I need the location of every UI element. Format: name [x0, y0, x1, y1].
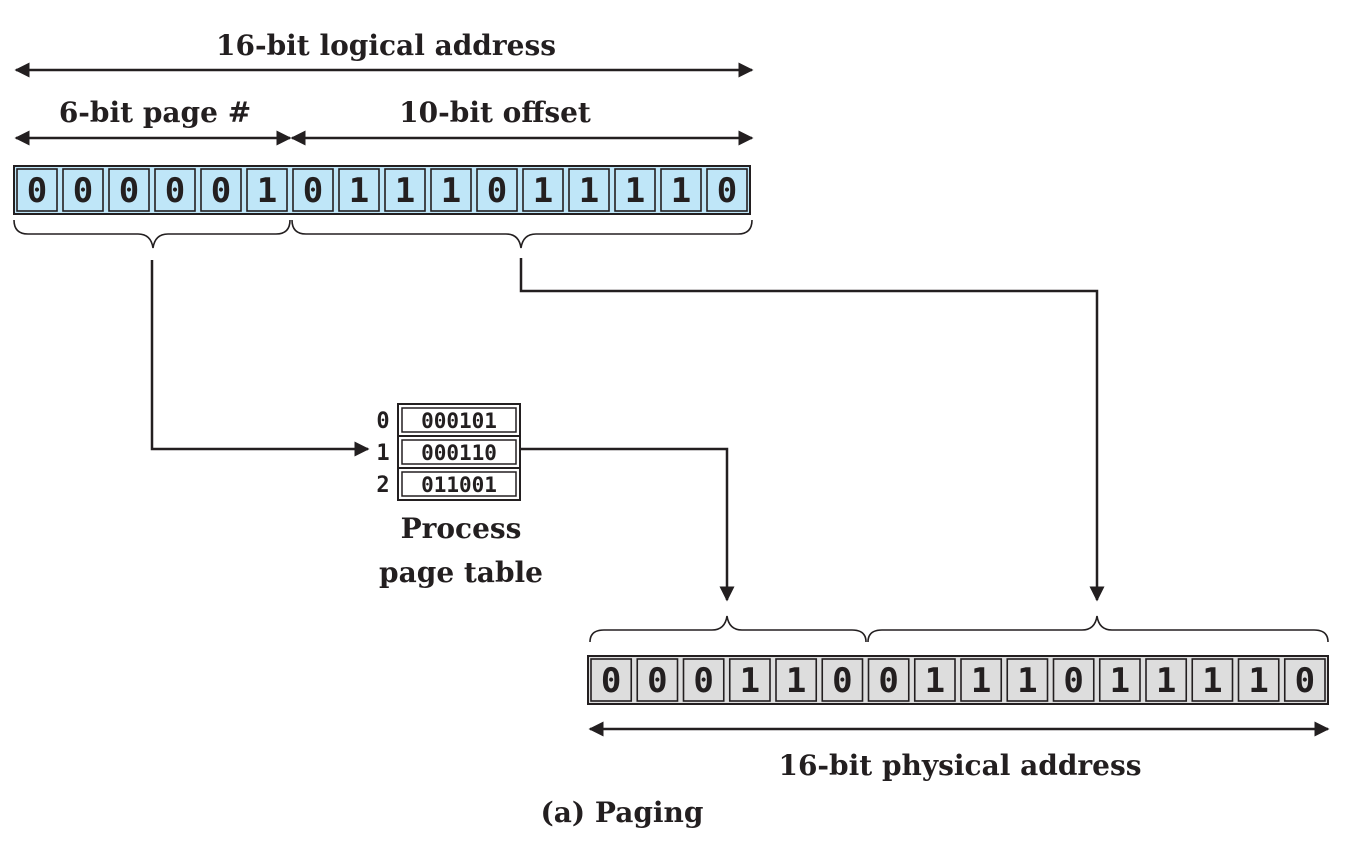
- logical-bit-cell: [338, 168, 380, 212]
- physical-bit-cell: [682, 658, 725, 702]
- page-table-title-line1: Process: [401, 512, 522, 545]
- physical-bit-cell: [960, 658, 1003, 702]
- logical-bit-cell: [246, 168, 288, 212]
- logical-bit-cell: [660, 168, 702, 212]
- frame-number-brace: [589, 615, 867, 643]
- offset-to-physical-arrow: [519, 258, 1105, 602]
- logical-bit-digit: 0: [27, 171, 47, 211]
- page-number-to-table-arrow: [150, 260, 370, 457]
- physical-bit-cell: [867, 658, 910, 702]
- physical-bit-digit: 1: [1202, 661, 1222, 701]
- page-table-index-1: 1: [376, 441, 389, 466]
- logical-bit-digit: 1: [671, 171, 691, 211]
- page-table-entry-0: 000101: [421, 409, 497, 433]
- logical-bit-digit: 1: [257, 171, 277, 211]
- logical-bit-digit: 0: [717, 171, 737, 211]
- logical-bit-cell: [614, 168, 656, 212]
- physical-address-label: 16-bit physical address: [778, 749, 1141, 782]
- offset-brace: [291, 219, 753, 249]
- physical-bit-cell: [1006, 658, 1049, 702]
- logical-bit-digit: 1: [441, 171, 461, 211]
- physical-bit-cell: [1145, 658, 1188, 702]
- logical-bit-cell: [522, 168, 564, 212]
- physical-offset-brace: [867, 615, 1329, 643]
- physical-bit-digit: 1: [971, 661, 991, 701]
- page-number-label: 6-bit page #: [59, 96, 251, 129]
- logical-bit-digit: 0: [211, 171, 231, 211]
- physical-bit-digit: 0: [878, 661, 898, 701]
- physical-bit-digit: 0: [1295, 661, 1315, 701]
- physical-bit-cell: [1283, 658, 1326, 702]
- logical-bit-digit: 1: [533, 171, 553, 211]
- physical-bit-cell: [913, 658, 956, 702]
- physical-bit-digit: 1: [1156, 661, 1176, 701]
- logical-bit-digit: 1: [349, 171, 369, 211]
- logical-bit-digit: 0: [73, 171, 93, 211]
- logical-bit-digit: 0: [119, 171, 139, 211]
- table-to-physical-arrow: [520, 447, 735, 602]
- logical-bit-digit: 0: [487, 171, 507, 211]
- physical-bit-cell: [1237, 658, 1280, 702]
- logical-bit-cell: [16, 168, 58, 212]
- page-table-entry-1: 000110: [421, 441, 497, 465]
- logical-bit-cell: [62, 168, 104, 212]
- physical-bit-digit: 1: [1017, 661, 1037, 701]
- physical-bit-cell: [636, 658, 679, 702]
- physical-bit-digit: 0: [832, 661, 852, 701]
- logical-bit-cell: [200, 168, 242, 212]
- logical-bit-cell: [706, 168, 748, 212]
- logical-bit-digit: 1: [625, 171, 645, 211]
- physical-bit-digit: 0: [693, 661, 713, 701]
- physical-bit-cell: [775, 658, 818, 702]
- logical-bit-cell: [430, 168, 472, 212]
- logical-bit-digit: 0: [165, 171, 185, 211]
- logical-bit-cell: [154, 168, 196, 212]
- logical-bit-cell: [568, 168, 610, 212]
- page-table-index-2: 2: [376, 473, 389, 498]
- physical-bit-digit: 0: [1063, 661, 1083, 701]
- figure-caption: (a) Paging: [541, 796, 704, 829]
- logical-bit-cell: [108, 168, 150, 212]
- physical-bit-digit: 1: [1248, 661, 1268, 701]
- physical-bit-cell: [821, 658, 864, 702]
- physical-bit-digit: 0: [601, 661, 621, 701]
- physical-bit-digit: 1: [786, 661, 806, 701]
- logical-bit-digit: 0: [303, 171, 323, 211]
- logical-bit-digit: 1: [579, 171, 599, 211]
- physical-bit-cell: [1191, 658, 1234, 702]
- process-page-table: 0 1 2 000101 000110 011001: [376, 403, 521, 501]
- offset-label: 10-bit offset: [399, 96, 591, 129]
- logical-bit-digit: 1: [395, 171, 415, 211]
- physical-bit-digit: 1: [1110, 661, 1130, 701]
- page-table-entry-2: 011001: [421, 473, 497, 497]
- logical-bit-cell: [292, 168, 334, 212]
- page-table-title-line2: page table: [379, 556, 543, 589]
- logical-address-label: 16-bit logical address: [216, 29, 556, 62]
- physical-bit-digit: 0: [647, 661, 667, 701]
- page-number-brace: [13, 219, 291, 249]
- physical-bit-cell: [728, 658, 771, 702]
- logical-bit-cell: [476, 168, 518, 212]
- logical-bit-cell: [384, 168, 426, 212]
- physical-bit-digit: 1: [925, 661, 945, 701]
- physical-bit-cell: [1052, 658, 1095, 702]
- physical-bit-digit: 1: [740, 661, 760, 701]
- physical-bit-cell: [1098, 658, 1141, 702]
- physical-bit-cell: [590, 658, 633, 702]
- page-table-index-0: 0: [376, 409, 389, 434]
